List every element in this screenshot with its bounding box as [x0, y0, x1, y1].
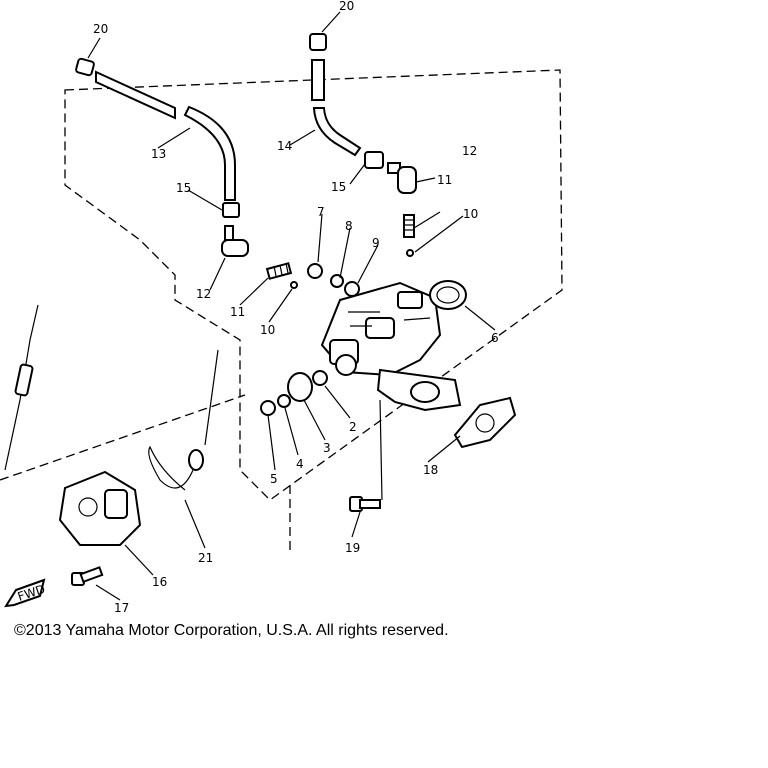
- washer-4: [277, 394, 291, 408]
- spring-11-right: [403, 214, 415, 238]
- callout-13: 13: [151, 147, 166, 161]
- callout-10-top: 10: [463, 207, 478, 221]
- spring-11-left: [265, 262, 293, 280]
- plate-3: [287, 372, 313, 402]
- callout-15-right: 15: [331, 180, 346, 194]
- assembly-boundary: [64, 69, 563, 501]
- callout-8: 8: [345, 219, 353, 233]
- callout-3: 3: [323, 441, 331, 455]
- callout-10-left: 10: [260, 323, 275, 337]
- callout-11-left: 11: [230, 305, 245, 319]
- cable-21: [148, 349, 219, 491]
- hose-14: [311, 59, 362, 157]
- callout-12-left: 12: [196, 287, 211, 301]
- elbow-12-right: [387, 162, 417, 194]
- ball-10-right: [406, 249, 414, 257]
- washer-9: [344, 281, 360, 297]
- callout-20-top: 20: [339, 0, 354, 13]
- cap-6: [429, 280, 467, 310]
- callout-21: 21: [198, 551, 213, 565]
- throttle-cable: [4, 304, 39, 471]
- callout-14: 14: [277, 139, 292, 153]
- oring-2: [312, 370, 328, 386]
- elbow-12-left: [221, 225, 249, 257]
- lower-boundary: [0, 394, 246, 481]
- cap-20-left: [75, 57, 95, 77]
- pump-cover-16: [58, 470, 142, 546]
- hose-13: [95, 70, 236, 201]
- callout-16: 16: [152, 575, 167, 589]
- callout-4: 4: [296, 457, 304, 471]
- callout-11-top: 11: [437, 173, 452, 187]
- cap-20-top: [309, 33, 327, 51]
- fwd-arrow-icon: FWD: [4, 578, 47, 608]
- callout-2: 2: [349, 420, 357, 434]
- gasket-18: [453, 396, 517, 449]
- fitting-15-left: [222, 202, 240, 218]
- fwd-label: FWD: [16, 582, 47, 604]
- ball-10-left: [290, 281, 298, 289]
- callout-7: 7: [317, 205, 325, 219]
- oil-pump-body: [320, 281, 462, 412]
- callout-19: 19: [345, 541, 360, 555]
- bolt-17: [71, 566, 104, 586]
- bolt-7: [307, 263, 323, 279]
- callout-18: 18: [423, 463, 438, 477]
- washer-8: [330, 274, 344, 288]
- callout-20-left: 20: [93, 22, 108, 36]
- callout-15-left: 15: [176, 181, 191, 195]
- callout-12-right: 12: [462, 144, 477, 158]
- copyright-notice: ©2013 Yamaha Motor Corporation, U.S.A. A…: [14, 622, 449, 639]
- callout-9: 9: [372, 236, 380, 250]
- bolt-19: [349, 496, 381, 512]
- fitting-15-right: [364, 151, 384, 169]
- nut-5: [260, 400, 276, 416]
- callout-17: 17: [114, 601, 129, 615]
- leader-lines: [87, 11, 496, 601]
- callout-6: 6: [491, 331, 499, 345]
- callout-5: 5: [270, 472, 278, 486]
